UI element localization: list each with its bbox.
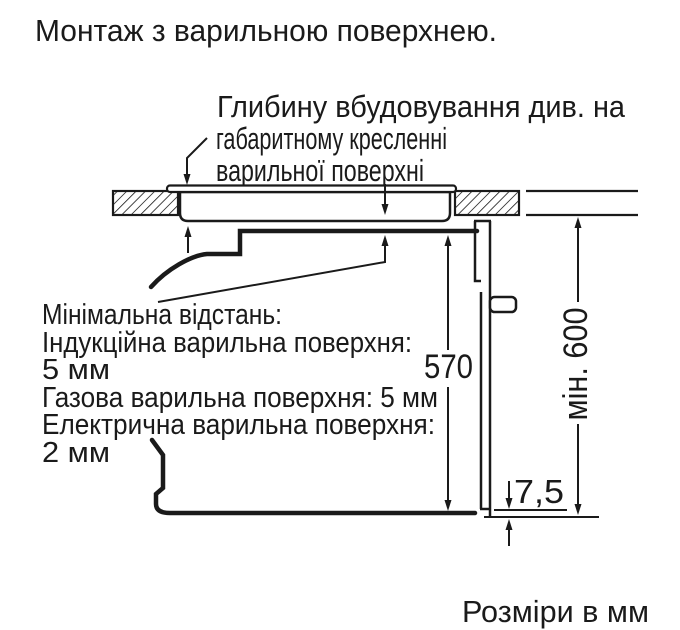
note-line-5: Електрична варильна поверхня:	[42, 409, 435, 441]
dimension-570-label: 570	[424, 348, 473, 386]
door-handle	[488, 295, 518, 314]
note-line-4: Газова варильна поверхня: 5 мм	[42, 382, 438, 414]
hob-flange	[165, 184, 458, 194]
note-line-2: Індукційна варильна поверхня:	[42, 327, 412, 359]
countertop	[111, 189, 638, 217]
min-distance-leader-arrow	[157, 235, 389, 303]
oven-top-outline	[148, 228, 480, 290]
embedding-depth-annotation: Глибину вбудовування див. на габаритному…	[216, 89, 626, 188]
page-title: Монтаж з варильною поверхнею.	[35, 13, 497, 48]
dimension-min600-label: мін. 600	[557, 308, 595, 421]
oven-bottom-outline	[149, 437, 478, 516]
annotation-line-2: габаритному кресленні	[216, 121, 447, 156]
note-line-1: Мінімальна відстань:	[42, 299, 282, 331]
note-line-3: 5 мм	[42, 354, 110, 386]
countertop-right-section	[453, 189, 521, 217]
embedding-depth-arrows	[183, 137, 389, 253]
note-line-6: 2 мм	[42, 437, 110, 469]
units-note: Розміри в мм	[462, 594, 649, 629]
oven-door	[473, 219, 492, 517]
hob-body	[178, 190, 452, 223]
countertop-extension-lines	[526, 189, 638, 217]
annotation-line-3: варильної поверхні	[216, 153, 424, 188]
dimension-7-5	[484, 481, 599, 546]
hob	[165, 184, 458, 223]
min-distance-note: Мінімальна відстань: Індукційна варильна…	[42, 299, 438, 469]
dimension-min600	[574, 217, 582, 515]
oven-body	[148, 228, 480, 516]
countertop-left-section	[111, 189, 180, 217]
dimension-570	[444, 235, 452, 511]
annotation-line-1: Глибину вбудовування див. на	[217, 89, 626, 124]
dimension-7-5-label: 7,5	[514, 473, 564, 510]
